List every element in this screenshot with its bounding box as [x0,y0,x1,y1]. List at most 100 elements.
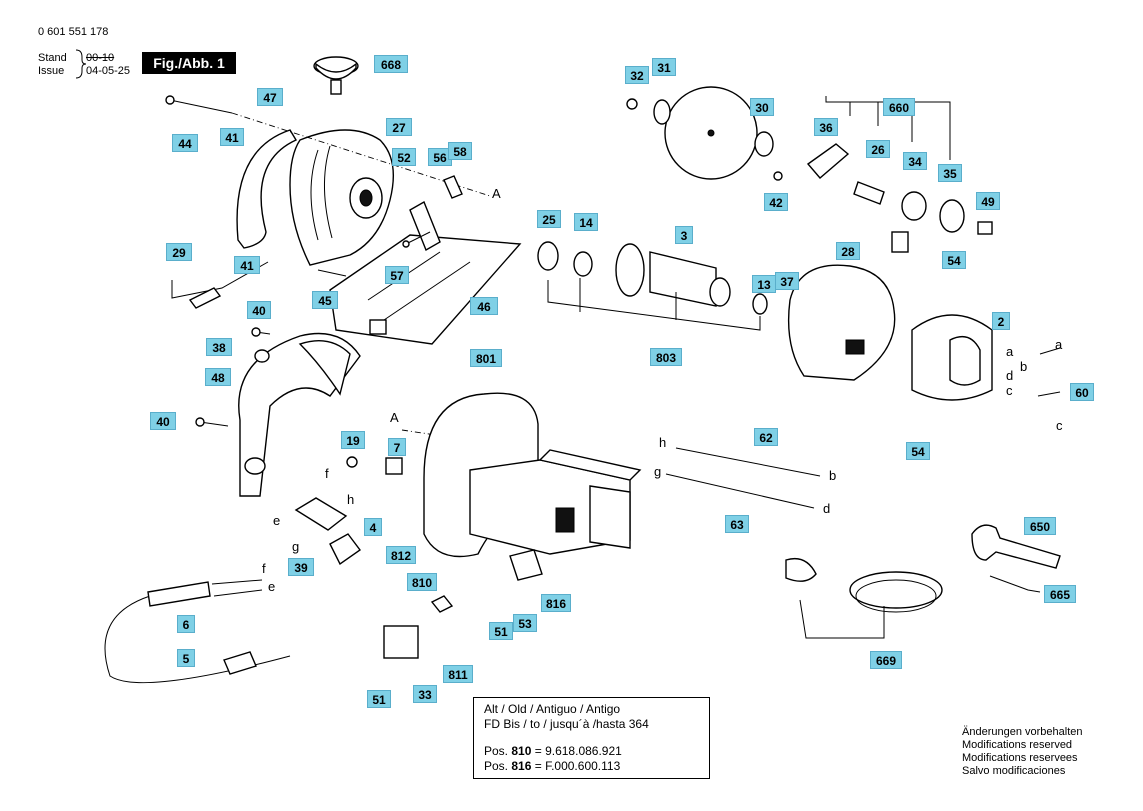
part-tag: 3 [675,226,693,244]
header-brace [75,49,87,79]
part-tag: 45 [312,291,338,309]
part-tag: 38 [206,338,232,356]
guard-cover-part [236,129,298,249]
part-tag: 5 [177,649,195,667]
part-tag: 51 [367,690,391,708]
part-tag: 54 [942,251,966,269]
wire-letter: c [1006,383,1013,398]
pos-810-value: = 9.618.086.921 [534,744,622,758]
part-tag: 810 [407,573,437,591]
wire-letter: h [347,492,355,507]
part-tag: 14 [574,213,598,231]
pos-816-value: = F.000.600.113 [534,759,621,773]
part-tag: 40 [247,301,271,319]
part-tag: 40 [150,412,176,430]
wire-letter: f [262,561,266,576]
part-tag: 26 [866,140,890,158]
rights-notice: Änderungen vorbehalten Modifications res… [962,726,1082,778]
part-tag: 60 [1070,383,1094,401]
wire-letter: d [823,501,831,516]
armature-part [537,241,768,331]
issue-label: Issue [38,65,65,77]
part-tag: 41 [234,256,260,274]
part-tag: 31 [652,58,676,76]
wire-letter: e [273,513,281,528]
part-tag: 28 [836,242,860,260]
part-tag: 4 [364,518,382,536]
lower-blade-guard-part [238,332,361,497]
figure-label: Fig./Abb. 1 [142,52,236,74]
part-tag: 6 [177,615,195,633]
part-tag: 812 [386,546,416,564]
part-tag: 49 [976,192,1000,210]
part-tag: 32 [625,66,649,84]
wire-letter: a [1055,337,1063,352]
part-tag: 803 [650,348,682,366]
document-number: 0 601 551 178 [38,26,109,38]
part-tag: 37 [775,272,799,290]
part-tag: 27 [386,118,412,136]
part-tag: 13 [752,275,776,293]
part-tag: 56 [428,148,452,166]
wire-letter: b [829,468,837,483]
part-tag: 34 [903,152,927,170]
motor-housing-part [423,392,642,558]
part-tag: 58 [448,142,472,160]
part-tag: 47 [257,88,283,106]
part-tag: 30 [750,98,774,116]
part-tag: 2 [992,312,1010,330]
part-tag: 39 [288,558,314,576]
part-tag: 811 [443,665,473,683]
part-tag: 48 [205,368,231,386]
wire-letter: e [268,579,276,594]
part-tag: 57 [385,266,409,284]
version-note-box: Alt / Old / Antiguo / Antigo FD Bis / to… [473,697,710,779]
part-tag: 42 [764,193,788,211]
issue-value: 04-05-25 [86,65,131,77]
rights-line: Modifications reservees [962,752,1078,764]
part-tag: 25 [537,210,561,228]
base-plate-part [329,234,522,345]
part-tag: 53 [513,614,537,632]
part-tag: 29 [166,243,192,261]
wire-letter: g [654,464,662,479]
knob-part [313,56,359,95]
part-tag: 41 [220,128,244,146]
part-tag: 650 [1024,517,1056,535]
part-tag: 36 [814,118,838,136]
part-tag: 63 [725,515,749,533]
part-tag: 35 [938,164,962,182]
part-tag: 19 [341,431,365,449]
part-tag: 668 [374,55,408,73]
wire-letter: h [659,435,667,450]
pos-label: Pos. [484,759,509,773]
part-tag: 44 [172,134,198,152]
note-pos-816: Pos. 816 = F.000.600.113 [484,759,699,774]
upper-blade-guard-part [289,129,395,266]
part-tag: 801 [470,349,502,367]
stand-label: Stand [38,52,67,64]
part-tag: 7 [388,438,406,456]
wire-letter: c [1056,418,1063,433]
note-pos-810: Pos. 810 = 9.618.086.921 [484,744,699,759]
part-tag: 816 [541,594,571,612]
part-tag: 665 [1044,585,1076,603]
part-tag: 660 [883,98,915,116]
part-tag: 54 [906,442,930,460]
wrench-part [971,524,1061,569]
pos-816-number: 816 [511,759,532,773]
rights-line: Salvo modificaciones [962,765,1066,777]
part-tag: 669 [870,651,902,669]
wire-letter: b [1020,359,1028,374]
pos-label: Pos. [484,744,509,758]
part-tag: 62 [754,428,778,446]
end-shield-part [787,264,896,381]
stand-value: 00-10 [86,52,115,64]
wire-letter: a [1006,344,1014,359]
note-line-2: FD Bis / to / jusqu´à /hasta 364 [484,717,649,731]
pos-810-number: 810 [511,744,532,758]
rights-line: Modifications reserved [962,739,1073,751]
note-line-1: Alt / Old / Antiguo / Antigo [484,702,621,716]
